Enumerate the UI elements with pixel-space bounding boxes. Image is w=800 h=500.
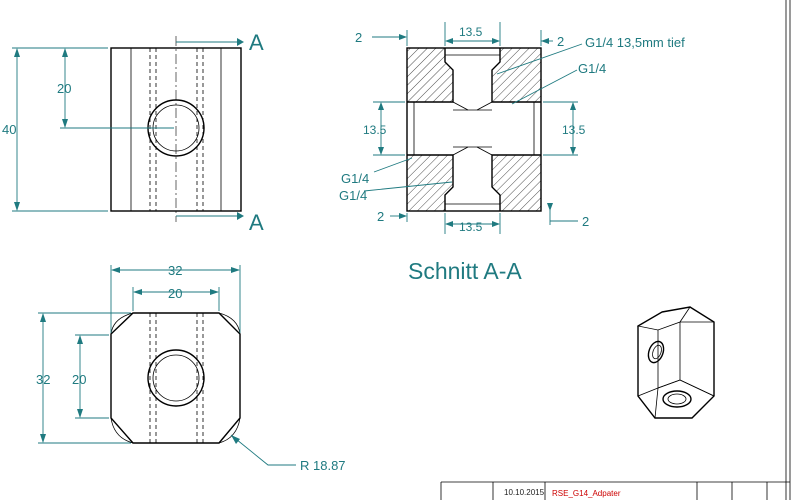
thread-note-left-a: G1/4 [341,171,369,186]
sec-dim-top-arrow-l [445,38,453,44]
sec-dim-top-left-arrow [399,34,407,40]
top-dim-h32-arrow-b [40,434,46,443]
dim-40-arrow-bottom [14,202,20,211]
top-dim-inner-width: 20 [168,286,182,301]
sec-dim-top-left-offset: 2 [355,30,362,45]
section-bore-right [491,48,541,103]
front-view: A A 40 20 [2,30,264,235]
section-hatch [407,48,541,211]
sec-dim-top-right-arrow [541,38,549,44]
top-view-body [110,312,241,444]
top-dim-height: 32 [36,372,50,387]
dim-front-hole-center: 20 [57,81,71,96]
section-title: Schnitt A-A [408,258,522,284]
top-dim-h20-arrow-b [77,409,83,418]
top-dim-20-arrow-r [210,289,219,295]
title-block-name: RSE_G14_Adpater [552,489,621,498]
section-cone-ll [452,146,469,156]
dim-front-height: 40 [2,122,16,137]
top-dim-32-arrow-r [231,267,240,273]
top-dim-32-arrow-l [111,267,120,273]
sec-dim-bot-left-arrow [399,213,407,219]
sec-dim-bot-arrow-l [445,221,453,227]
iso-edge-4 [637,387,659,397]
sec-dim-top-right-offset: 2 [557,34,564,49]
title-block-date: 10.10.2015 [504,488,545,497]
section-bore-left-bottom [407,154,454,211]
isometric-view [636,306,715,419]
section-cone-ur [476,101,493,111]
dim-20-arrow-bottom [62,119,68,128]
top-view-thread-hole-inner [152,354,200,402]
section-cone-ul [452,101,469,111]
section-cone-lr [476,146,493,156]
sec-dim-bot-arrow-r [492,221,500,227]
iso-bottom-face [654,379,715,419]
thread-note-right: G1/4 [578,61,606,76]
sec-dim-top-width: 13.5 [459,25,483,39]
iso-top-face [636,306,691,331]
cut-arrow-top [237,38,244,46]
radius-leader [230,434,296,466]
radius-leader-arrow [231,435,240,444]
iso-side-hole-outer [647,340,665,364]
sec-dim-bottom-width: 13.5 [459,220,483,234]
top-dim-width: 32 [168,263,182,278]
top-view-chamfer-arcs [110,312,241,444]
top-dim-20-arrow-l [133,289,142,295]
top-view: 32 20 32 20 R 18.87 [36,263,346,473]
sec-dim-bot-right-arrow [547,203,553,211]
iso-bottom-hole-outer [662,390,692,408]
cut-arrow-bottom [237,212,244,220]
section-bore-right-bottom [491,154,541,211]
top-dim-inner-height: 20 [72,372,86,387]
section-bore-left [407,48,454,103]
sec-dim-right-height: 13.5 [562,123,586,137]
thread-note-top: G1/4 13,5mm tief [585,35,685,50]
thread-note-top-leader [496,43,583,75]
sec-dim-left-height: 13.5 [363,123,387,137]
dim-40-arrow-top [14,48,20,57]
sec-dim-right-arrow-t [570,102,576,110]
dim-20-arrow-top [62,48,68,57]
sec-dim-left-arrow-t [378,102,384,110]
top-dim-h20-arrow-t [77,335,83,344]
sec-dim-bottom-left-offset: 2 [377,209,384,224]
top-dim-h32-arrow-t [40,313,46,322]
title-block: 10.10.2015 RSE_G14_Adpater [440,481,790,500]
section-view: 13.5 2 2 G1/4 13,5mm tief G1/4 13.5 13.5… [339,22,685,284]
sec-dim-bottom-right-offset: 2 [582,214,589,229]
sec-dim-right-arrow-b [570,147,576,155]
sec-dim-left-arrow-b [378,147,384,155]
thread-note-left-b-leader [363,181,453,192]
section-outline [406,47,542,212]
cut-label-bottom: A [249,210,264,235]
top-dim-radius: R 18.87 [300,458,346,473]
thread-note-left-b: G1/4 [339,188,367,203]
sec-dim-top-arrow-r [492,38,500,44]
iso-bottom-hole-inner [667,393,687,405]
top-view-thread-hole-outer [147,349,205,407]
thread-note-right-leader [511,69,578,105]
thread-note-left-a-leader [373,157,413,173]
iso-side-hole-inner [652,344,662,360]
cut-label-top: A [249,30,264,55]
